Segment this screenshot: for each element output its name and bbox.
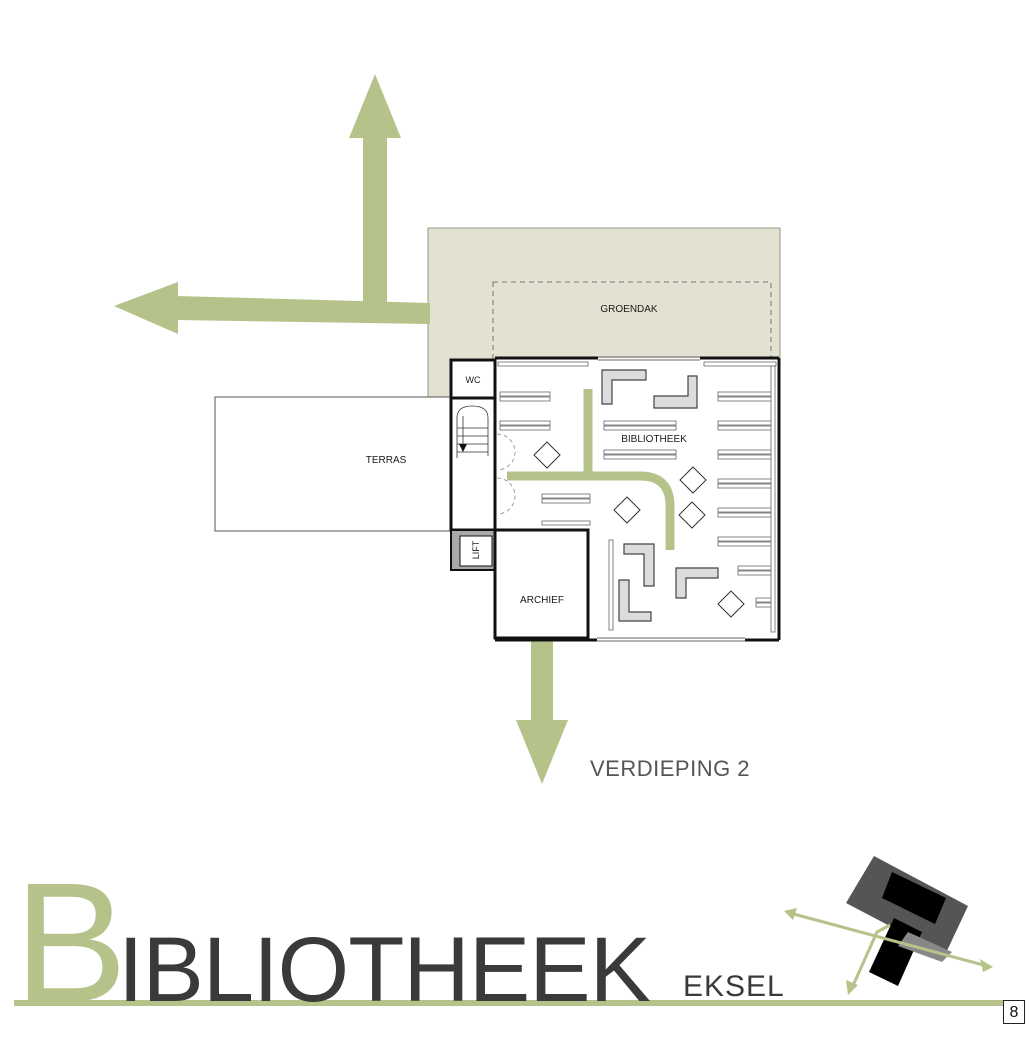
- page-number: 8: [1003, 1000, 1025, 1024]
- stair-core: [449, 396, 497, 532]
- tables: [533, 441, 745, 618]
- interior-path: [583, 389, 675, 550]
- bibliotheek-label: BIBLIOTHEEK: [621, 434, 687, 445]
- arrow-south-shaft: [531, 640, 553, 722]
- arrow-west-shaft: [176, 296, 430, 324]
- lift-car: [459, 535, 493, 567]
- arrow-north-head: [349, 74, 401, 138]
- floor-title: VERDIEPING 2: [590, 756, 751, 781]
- terras-label: TERRAS: [366, 455, 407, 466]
- arrow-south-head: [516, 720, 568, 784]
- brand-title-initial: B: [14, 848, 128, 1038]
- archief-label: ARCHIEF: [520, 595, 564, 606]
- lounge-sofas: [601, 369, 719, 622]
- brand-title-rest: IBLIOTHEEK: [118, 919, 651, 1021]
- circulation-arrows: [114, 74, 568, 784]
- arrow-west-head: [114, 282, 178, 334]
- groendak-label: GROENDAK: [600, 304, 658, 315]
- terras-area: [214, 396, 451, 532]
- stairs: [456, 405, 489, 458]
- brand-logo-mark: [784, 856, 993, 995]
- wc-label: WC: [466, 375, 481, 385]
- brand-subtitle: EKSEL: [683, 970, 785, 1003]
- brand-baseline: [14, 1000, 1006, 1006]
- archief-room: [493, 528, 590, 640]
- library-glazing: [597, 356, 745, 642]
- arrow-north-shaft: [363, 136, 387, 314]
- library-walls: [495, 356, 781, 642]
- lift-label: LIFT: [471, 540, 481, 559]
- bookshelves: [497, 361, 777, 633]
- stair-direction-icon: [459, 444, 467, 452]
